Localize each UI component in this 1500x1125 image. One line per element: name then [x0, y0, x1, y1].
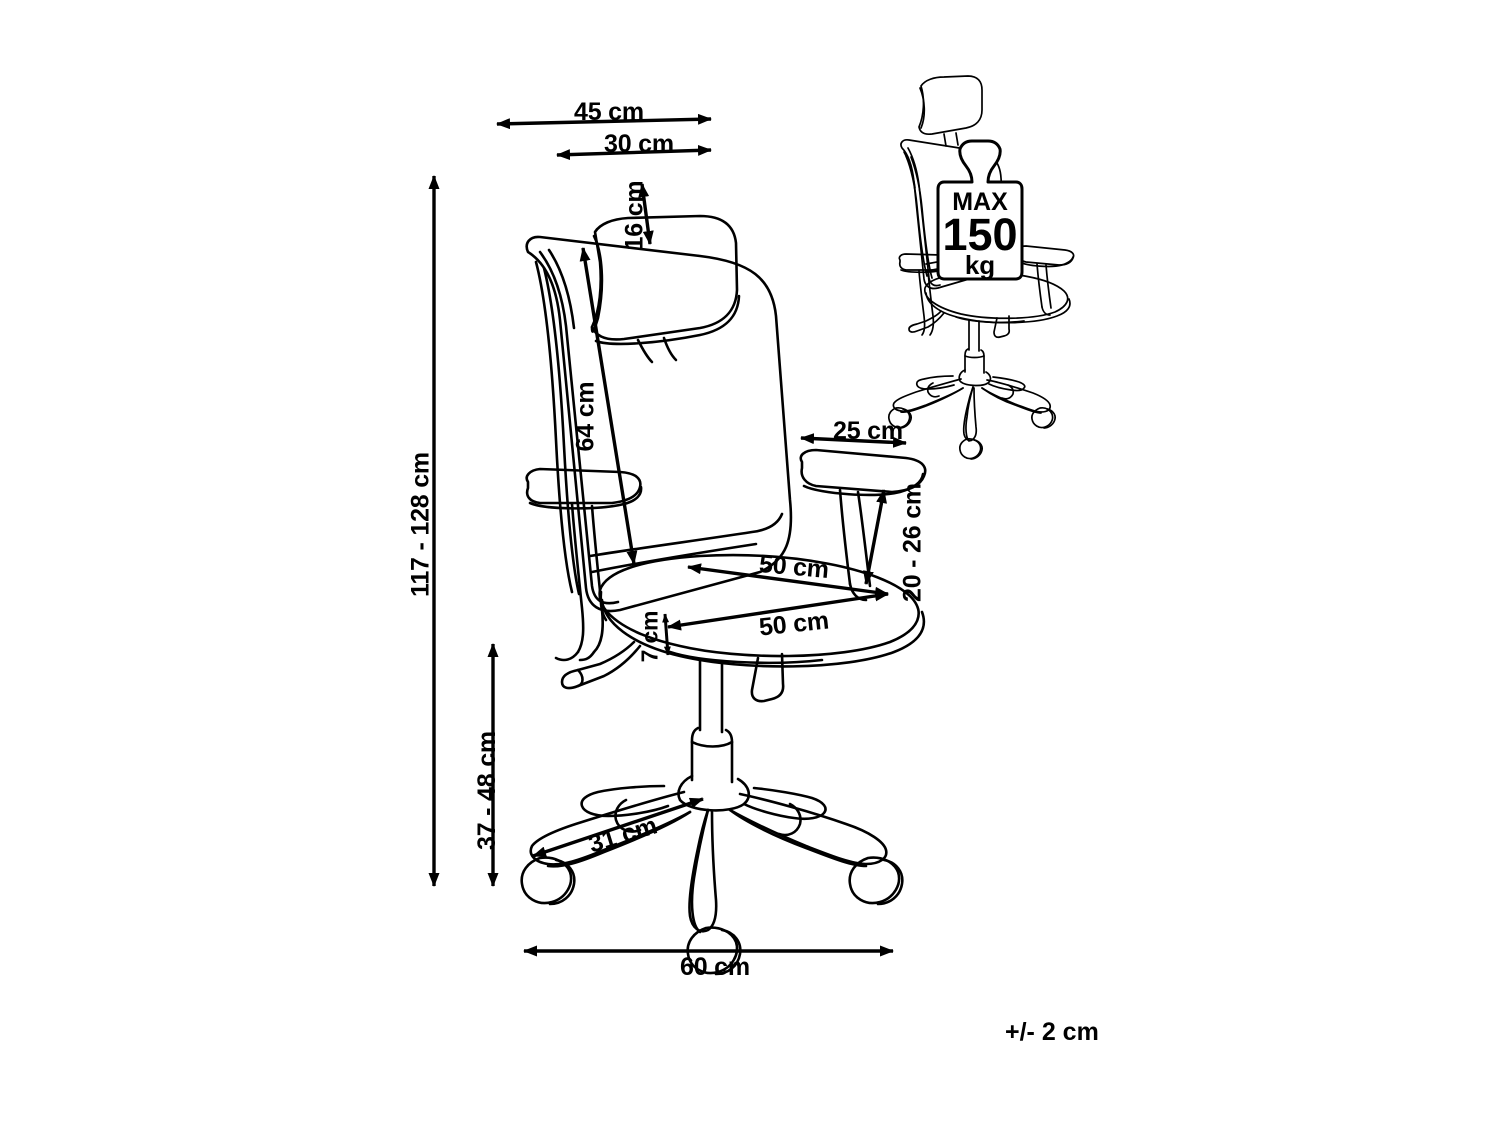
arrow-16cm	[638, 183, 654, 245]
arrow-30cm	[556, 144, 712, 161]
label-seat-height: 37 - 48 cm	[473, 731, 501, 850]
arrow-25cm	[800, 433, 907, 448]
tolerance-note: +/- 2 cm	[1005, 1018, 1099, 1046]
arrow-seat-thickness	[662, 613, 671, 656]
label-headrest-width-outer: 45 cm	[574, 98, 644, 126]
max-value: 150	[942, 209, 1017, 260]
max-weight-badge: MAX 150 kg	[936, 139, 1024, 281]
label-armrest-height: 20 - 26 cm	[898, 483, 927, 602]
label-headrest-width-inner: 30 cm	[604, 130, 674, 158]
arrow-45cm	[496, 113, 712, 130]
max-unit: kg	[965, 250, 995, 280]
label-total-height: 117 - 128 cm	[406, 452, 435, 597]
max-label: MAX	[952, 188, 1008, 216]
arrow-31cm	[532, 797, 704, 858]
label-seat-thickness: 7 cm	[636, 610, 663, 663]
label-seat-depth: 50 cm	[757, 550, 831, 584]
label-armrest-length: 25 cm	[833, 417, 903, 445]
arrow-armrest-height	[863, 489, 887, 585]
arrow-seat-depth	[687, 563, 889, 598]
arrow-64cm	[579, 247, 638, 565]
arrow-seat-width	[667, 590, 889, 631]
label-headrest-height: 16 cm	[620, 180, 649, 251]
label-overall-width: 60 cm	[680, 953, 750, 981]
label-backrest-height: 64 cm	[571, 381, 600, 452]
